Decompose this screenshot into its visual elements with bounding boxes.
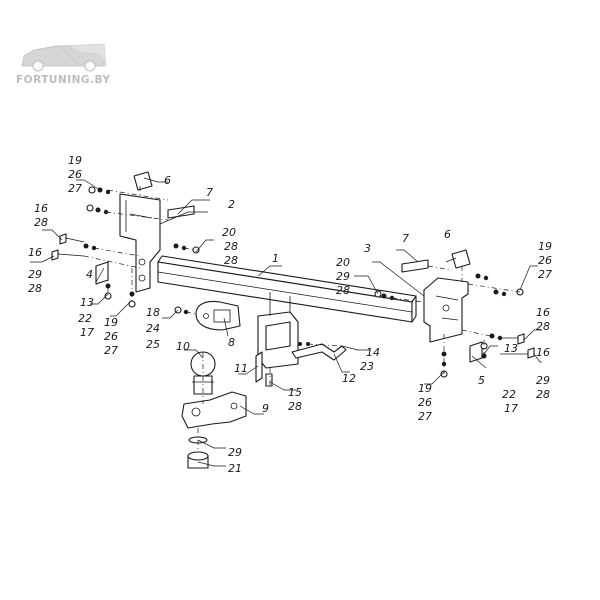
callout-labels: 1 2 3 4 5 6 6 7 7 8 9 10 11 12 13 13 14 … <box>28 154 552 475</box>
callout-3: 3 <box>364 242 371 255</box>
callout-16-d: 16 <box>536 346 550 359</box>
clamp-plate-left <box>95 261 109 285</box>
callout-28-d: 28 <box>336 284 350 297</box>
callout-4: 4 <box>86 268 93 281</box>
small-bracket-right <box>401 249 471 273</box>
callout-26-b: 26 <box>104 330 118 343</box>
hardware-small <box>83 186 524 378</box>
callout-15: 15 <box>288 386 302 399</box>
callout-27-c: 27 <box>538 268 552 281</box>
leader-lines <box>30 177 542 467</box>
callout-30: 29 <box>228 446 242 459</box>
callout-24: 24 <box>146 322 160 335</box>
right-side-bracket <box>423 277 469 343</box>
callout-16-c: 16 <box>536 306 550 319</box>
callout-27-d: 27 <box>418 410 432 423</box>
callout-11: 11 <box>234 362 248 375</box>
callout-5: 5 <box>478 374 485 387</box>
callout-7-right: 7 <box>402 232 409 245</box>
callout-22-left: 22 <box>78 312 92 325</box>
callout-25: 25 <box>146 338 160 351</box>
callout-28-a: 28 <box>34 216 48 229</box>
small-bracket-left <box>133 171 195 219</box>
callout-29-a: 28 <box>224 240 238 253</box>
callout-19-d: 19 <box>418 382 432 395</box>
callout-26-a: 26 <box>68 168 82 181</box>
clip-pin <box>255 351 273 387</box>
callout-28-g: 28 <box>536 388 550 401</box>
callout-7-left: 7 <box>206 186 213 199</box>
callout-6-left: 6 <box>164 174 171 187</box>
callout-21: 21 <box>228 462 242 475</box>
callout-23: 23 <box>360 360 374 373</box>
callout-22-right: 22 <box>502 388 516 401</box>
callout-12: 12 <box>342 372 356 385</box>
callout-6-right: 6 <box>444 228 451 241</box>
callout-14: 14 <box>366 346 380 359</box>
callout-27-a: 27 <box>68 182 82 195</box>
callout-13-left: 13 <box>80 296 94 309</box>
safety-bar <box>291 343 347 361</box>
callout-2: 2 <box>228 198 235 211</box>
receiver-box <box>257 292 299 369</box>
callout-17-left: 17 <box>80 326 94 339</box>
assembly-axes <box>83 186 521 404</box>
callout-28-c: 28 <box>224 254 238 267</box>
socket-plate <box>195 300 241 331</box>
callout-26-c: 26 <box>538 254 552 267</box>
callout-8: 8 <box>228 336 235 349</box>
brand-logo: FORTUNING.BY <box>16 43 111 86</box>
callout-18: 18 <box>146 306 160 319</box>
callout-29-c: 29 <box>336 270 350 283</box>
callout-13-right: 13 <box>504 342 518 355</box>
callout-16-a: 16 <box>34 202 48 215</box>
callout-29-b: 29 <box>28 268 42 281</box>
callout-9: 9 <box>262 402 269 415</box>
callout-20-b: 20 <box>336 256 350 269</box>
callout-26-d: 26 <box>418 396 432 409</box>
callout-28-e: 28 <box>288 400 302 413</box>
callout-19-c: 19 <box>538 240 552 253</box>
brand-logo-text: FORTUNING.BY <box>16 74 111 86</box>
cross-beam <box>157 255 417 323</box>
callout-28-b: 28 <box>28 282 42 295</box>
ball-mount <box>181 391 247 429</box>
callout-1: 1 <box>272 252 279 265</box>
callout-16-b: 16 <box>28 246 42 259</box>
callout-29-d: 29 <box>536 374 550 387</box>
callout-20-a: 20 <box>222 226 236 239</box>
callout-27-b: 27 <box>104 344 118 357</box>
callout-10: 10 <box>176 340 190 353</box>
callout-28-f: 28 <box>536 320 550 333</box>
callout-19-b: 19 <box>104 316 118 329</box>
callout-19-a: 19 <box>68 154 82 167</box>
washer-nut-stack <box>187 428 209 469</box>
left-side-bracket <box>119 193 161 293</box>
callout-17-right: 17 <box>504 402 518 415</box>
